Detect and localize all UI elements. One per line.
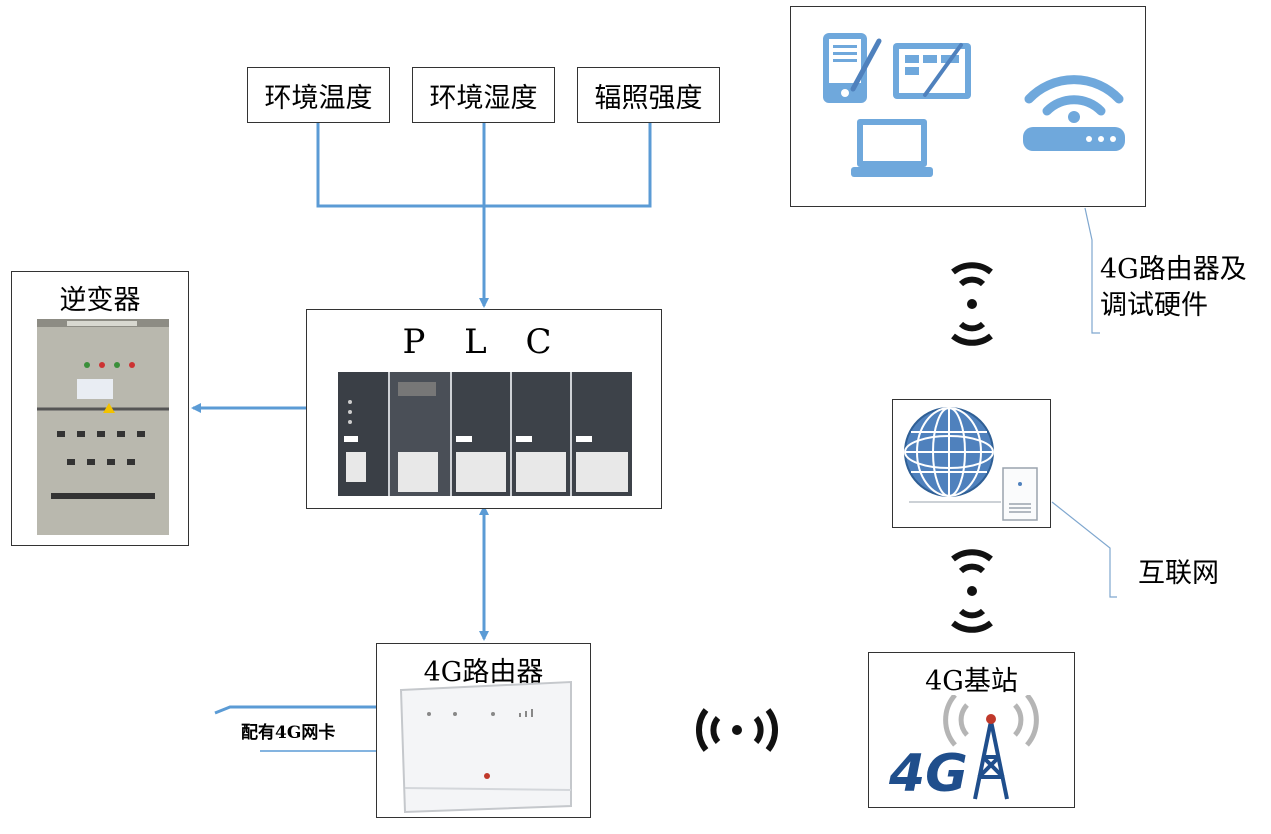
hardware-label-line2: 调试硬件 [1100, 290, 1208, 321]
wireless-signal-icon [947, 545, 997, 637]
router-title: 4G路由器 [423, 657, 544, 688]
hardware-callout-line [1084, 207, 1100, 334]
sensor-humidity: 环境湿度 [412, 67, 555, 123]
internet-callout-line [1051, 501, 1117, 598]
server-icon [909, 467, 1038, 521]
plc-box: P L C [306, 309, 662, 509]
plc-image [338, 372, 632, 496]
router-box: 4G路由器 [376, 643, 591, 818]
inverter-title: 逆变器 [59, 285, 141, 316]
svg-text:4G: 4G [888, 744, 968, 804]
router-device-image [399, 680, 572, 814]
internet-label: 互联网 [1138, 558, 1219, 589]
router-note-bracket [214, 705, 376, 715]
inverter-box: 逆变器 [11, 271, 189, 546]
base-station-title: 4G基站 [925, 666, 1018, 697]
router-note: 配有4G网卡 [241, 723, 336, 743]
sensor-temperature-label: 环境温度 [264, 82, 373, 114]
wifi-router-icon [1023, 75, 1125, 151]
sensor-temperature: 环境温度 [247, 67, 390, 123]
hardware-label: 4G路由器及 调试硬件 [1100, 252, 1247, 324]
base-station-box: 4G基站 4G [868, 652, 1075, 808]
tablet-icon [823, 33, 882, 103]
wireless-signal-horizontal-icon [690, 704, 784, 756]
globe-icon [904, 407, 994, 497]
inverter-cabinet-image [37, 319, 169, 535]
hardware-label-line1: 4G路由器及 [1100, 254, 1247, 285]
internet-box [892, 399, 1051, 528]
wireless-signal-icon [947, 258, 997, 350]
hardware-box [790, 6, 1146, 207]
laptop-icon [851, 119, 933, 177]
drawing-tablet-icon [893, 43, 971, 99]
sensor-irradiance-label: 辐照强度 [594, 82, 703, 114]
plc-title: P L C [402, 322, 566, 362]
base-station-4g-icon: 4G [888, 695, 1039, 804]
sensor-irradiance: 辐照强度 [577, 67, 720, 123]
sensor-humidity-label: 环境湿度 [429, 82, 538, 114]
